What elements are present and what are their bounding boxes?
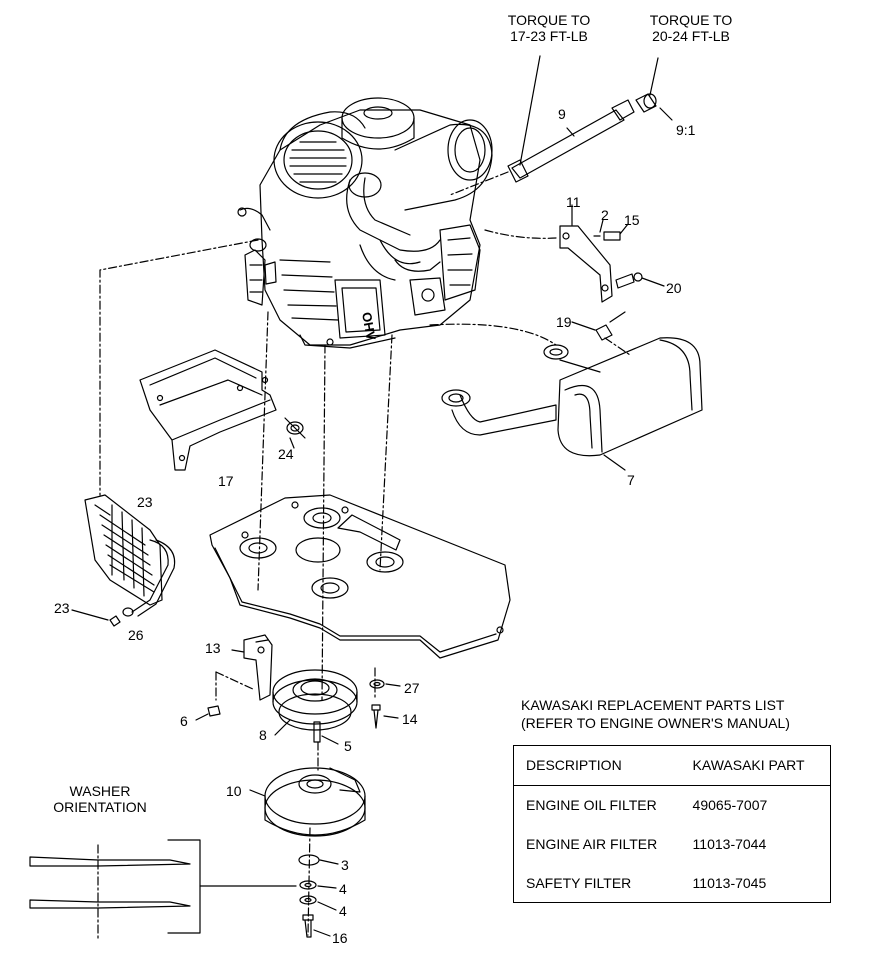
row-part: 11013-7045 — [692, 874, 767, 891]
torque-leader-left — [519, 55, 541, 166]
row-part: 49065-7007 — [692, 797, 768, 814]
washer-orientation-detail — [29, 839, 297, 941]
fitting-part-19 — [595, 324, 613, 341]
table-row: ENGINE OIL FILTER 49065-7007 — [514, 785, 831, 824]
bracket-part-13 — [231, 634, 273, 701]
callout-23-bottom: 23 — [54, 600, 70, 616]
callout-13: 13 — [205, 640, 221, 656]
engine-deck-plate — [209, 494, 511, 659]
washer-orientation-label: WASHER ORIENTATION — [30, 783, 170, 815]
callout-5: 5 — [344, 738, 352, 754]
centerline — [379, 334, 393, 571]
centerline — [321, 344, 326, 701]
callout-19: 19 — [556, 314, 572, 330]
header-part: KAWASAKI PART — [688, 745, 831, 786]
torque-note-line: TORQUE TO — [649, 12, 733, 28]
callout-23-top: 23 — [137, 494, 153, 510]
callout-4-lower: 4 — [339, 903, 347, 919]
centerline — [449, 171, 509, 196]
torque-note-value: 17-23 FT-LB — [510, 28, 588, 44]
parts-list-table: DESCRIPTION KAWASAKI PART ENGINE OIL FIL… — [513, 745, 831, 903]
callout-9: 9 — [558, 106, 566, 122]
row-description: ENGINE OIL FILTER — [526, 797, 657, 814]
callout-24: 24 — [278, 446, 294, 462]
callout-27: 27 — [404, 680, 420, 696]
washer-orientation-line2: ORIENTATION — [53, 799, 147, 815]
parts-list-subtitle: (REFER TO ENGINE OWNER'S MANUAL) — [521, 715, 790, 731]
centerline — [257, 311, 269, 591]
muffler-part-7 — [441, 337, 703, 471]
callout-6: 6 — [180, 713, 188, 729]
heat-shield-part-23 — [71, 494, 176, 627]
washer-orientation-line1: WASHER — [69, 783, 131, 799]
pulley-part-8 — [272, 669, 358, 736]
centerline — [484, 229, 557, 239]
callout-26: 26 — [128, 627, 144, 643]
bracket-part-11 — [559, 204, 613, 303]
torque-note-line: TORQUE TO — [507, 12, 591, 28]
torque-note-right: TORQUE TO 20-24 FT-LB — [636, 12, 746, 44]
callout-4-upper: 4 — [339, 881, 347, 897]
callout-17: 17 — [218, 473, 234, 489]
callout-9-1: 9:1 — [676, 122, 696, 138]
row-description: SAFETY FILTER — [526, 874, 632, 891]
engine-decal: OHV — [359, 311, 379, 342]
callout-20: 20 — [666, 280, 682, 296]
table-row: SAFETY FILTER 11013-7045 — [514, 863, 831, 902]
callout-3: 3 — [341, 857, 349, 873]
callout-8: 8 — [259, 727, 267, 743]
clutch-part-10 — [249, 767, 366, 837]
centerline — [99, 239, 259, 496]
hose-part-9 — [507, 93, 673, 183]
callout-15: 15 — [624, 212, 640, 228]
centerline — [429, 323, 557, 346]
torque-leader-right — [649, 57, 659, 96]
callout-2: 2 — [601, 207, 609, 223]
shroud-part-24 — [139, 349, 306, 471]
row-description: ENGINE AIR FILTER — [526, 835, 658, 852]
callout-10: 10 — [226, 783, 242, 799]
header-description: DESCRIPTION — [513, 745, 689, 786]
callout-16: 16 — [332, 930, 348, 946]
parts-list-title: KAWASAKI REPLACEMENT PARTS LIST — [521, 697, 785, 713]
torque-note-left: TORQUE TO 17-23 FT-LB — [494, 12, 604, 44]
callout-11: 11 — [566, 194, 581, 210]
callout-7: 7 — [627, 472, 635, 488]
callout-14: 14 — [402, 711, 418, 727]
engine-assembly — [237, 97, 493, 349]
table-header-row: DESCRIPTION KAWASAKI PART — [513, 745, 831, 786]
torque-note-value: 20-24 FT-LB — [652, 28, 730, 44]
row-part: 11013-7044 — [692, 835, 767, 852]
table-row: ENGINE AIR FILTER 11013-7044 — [514, 825, 831, 864]
